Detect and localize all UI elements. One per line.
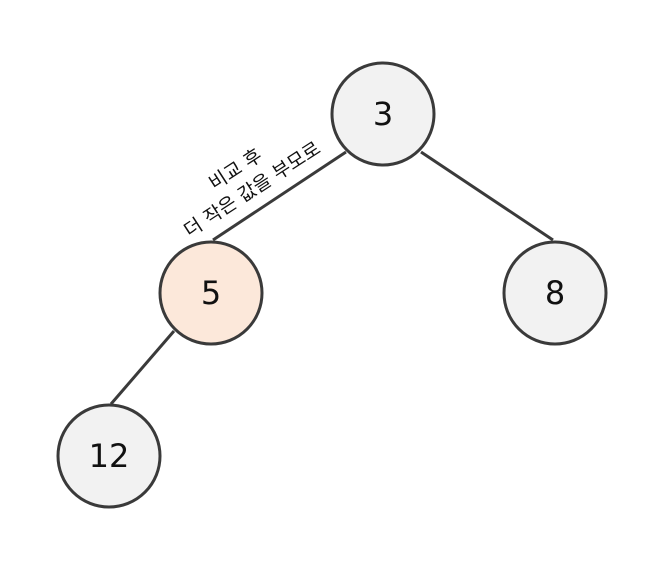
tree-node-root: 3 xyxy=(330,61,436,167)
tree-node-left-left: 12 xyxy=(56,403,162,509)
edge-left-left-left xyxy=(109,330,176,405)
edge-root-right xyxy=(420,150,554,242)
node-label-left-left: 12 xyxy=(89,437,130,475)
tree-node-right: 8 xyxy=(502,240,608,346)
node-label-left: 5 xyxy=(201,274,221,312)
node-circle-left-highlighted xyxy=(158,240,264,346)
node-circle-root xyxy=(330,61,436,167)
node-circle-left-left xyxy=(56,403,162,509)
tree-node-left: 5 xyxy=(158,240,264,346)
edge-annotation: 비교 후 더 작은 값을 부모로 xyxy=(166,116,325,242)
node-circle-right xyxy=(502,240,608,346)
node-label-right: 8 xyxy=(545,274,565,312)
edge-root-left xyxy=(212,150,347,242)
node-label-root: 3 xyxy=(373,95,393,133)
